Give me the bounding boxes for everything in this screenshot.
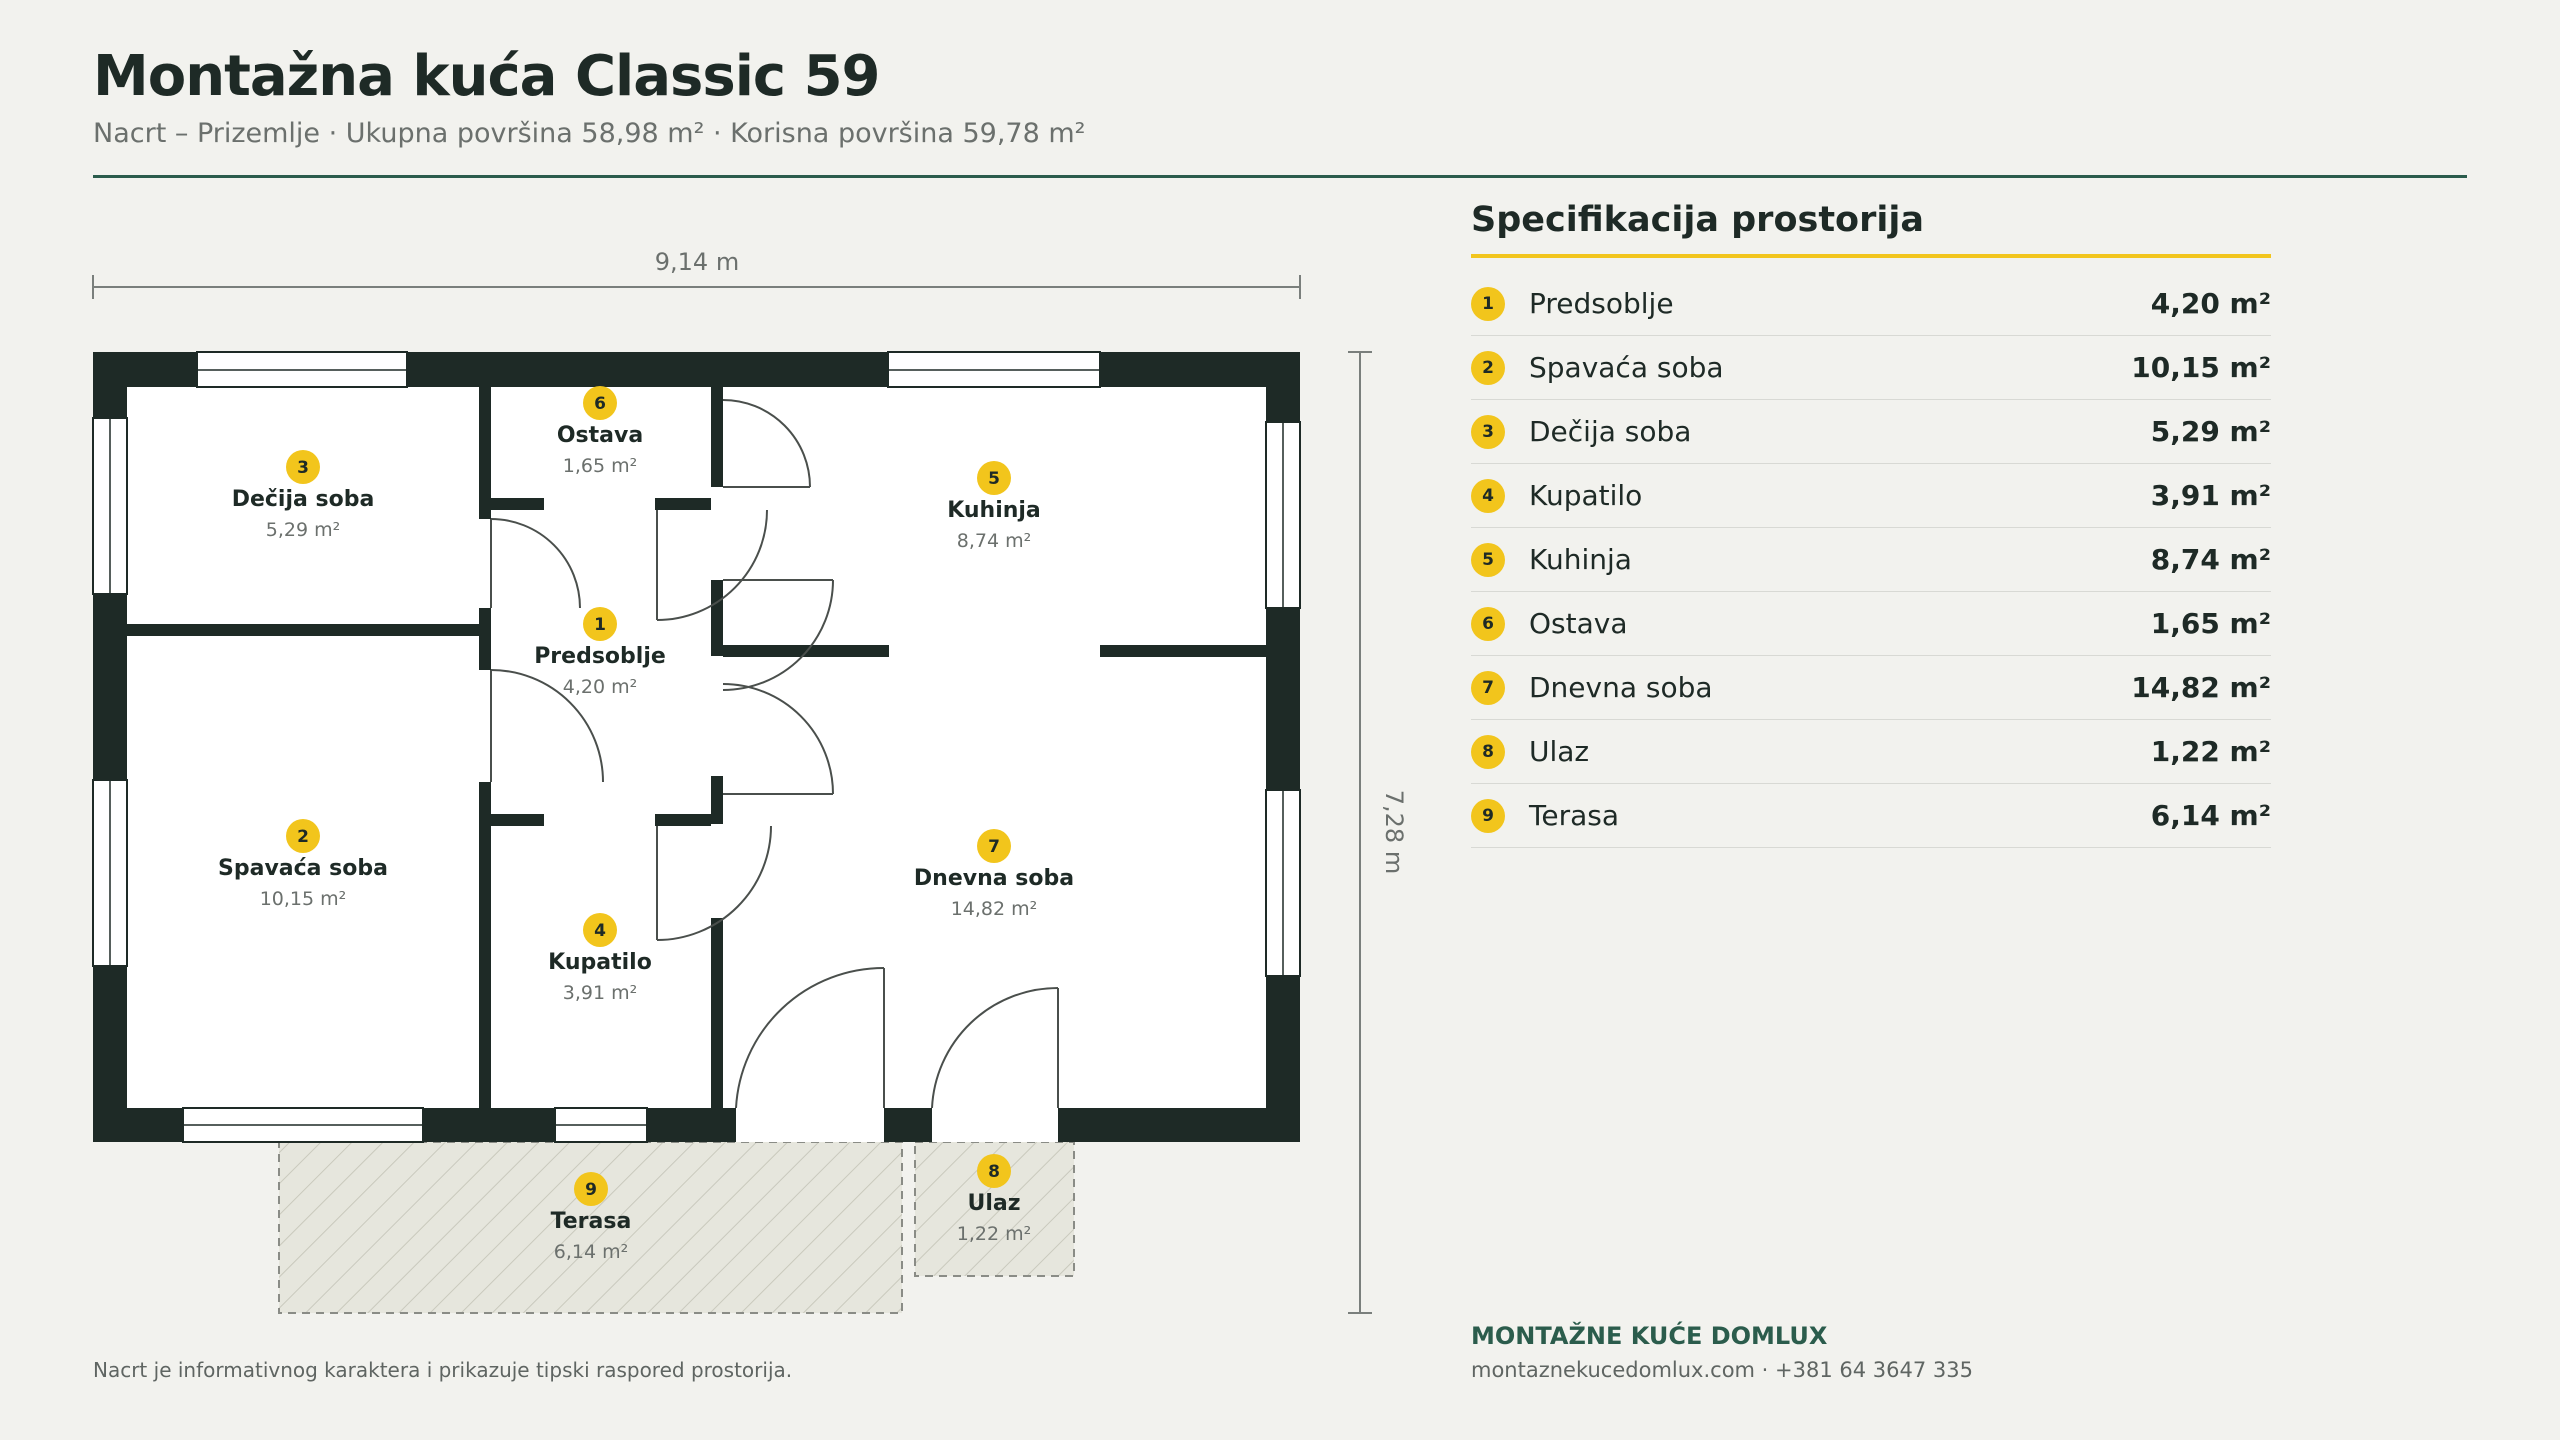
room-label-ostava: 6 Ostava 1,65 m² xyxy=(557,386,643,477)
room-name: Ulaz xyxy=(1529,735,1590,768)
room-label-decija-soba: 3 Dečija soba 5,29 m² xyxy=(232,450,375,541)
width-dimension: 9,14 m xyxy=(92,248,1301,299)
svg-text:1,22 m²: 1,22 m² xyxy=(957,1223,1031,1245)
header-divider xyxy=(93,175,2467,178)
room-area: 5,29 m² xyxy=(2150,415,2271,448)
spec-row: 8 Ulaz 1,22 m² xyxy=(1471,720,2271,784)
svg-text:1,65 m²: 1,65 m² xyxy=(563,455,637,477)
width-label: 9,14 m xyxy=(655,248,739,276)
room-name: Kuhinja xyxy=(1529,543,1632,576)
room-number-badge: 1 xyxy=(1471,286,1505,321)
room-name: Kupatilo xyxy=(1529,479,1643,512)
svg-text:Dečija soba: Dečija soba xyxy=(232,487,375,512)
disclaimer-text: Nacrt je informativnog karaktera i prika… xyxy=(93,1358,793,1382)
spec-list: 1 Predsoblje 4,20 m² 2 Spavaća soba 10,1… xyxy=(1471,272,2271,848)
room-name: Dnevna soba xyxy=(1529,671,1713,704)
room-number-badge: 6 xyxy=(1471,606,1505,641)
entrance-door-opening xyxy=(932,1108,1058,1142)
contact-info: montaznekucedomlux.com · +381 64 3647 33… xyxy=(1471,1358,1973,1382)
brand-name: MONTAŽNE KUĆE DOMLUX xyxy=(1471,1322,1828,1350)
interior-doors xyxy=(490,399,1059,1109)
room-name: Spavaća soba xyxy=(1529,351,1724,384)
svg-text:8: 8 xyxy=(988,1162,1000,1182)
height-label: 7,28 m xyxy=(1380,790,1408,874)
svg-text:10,15 m²: 10,15 m² xyxy=(260,888,347,910)
room-label-ulaz: 8 Ulaz 1,22 m² xyxy=(957,1154,1031,1245)
spec-title: Specifikacija prostorija xyxy=(1471,200,2271,258)
room-label-predsoblje: 1 Predsoblje 4,20 m² xyxy=(534,607,666,698)
room-area: 1,22 m² xyxy=(2150,735,2271,768)
svg-text:7: 7 xyxy=(988,837,1000,857)
room-number-badge: 7 xyxy=(1471,670,1505,705)
spec-row: 7 Dnevna soba 14,82 m² xyxy=(1471,656,2271,720)
svg-text:4: 4 xyxy=(594,921,606,941)
room-name: Terasa xyxy=(1529,799,1619,832)
floor-plan: 9,14 m 7,28 m xyxy=(92,248,1408,1314)
room-name: Ostava xyxy=(1529,607,1628,640)
svg-text:Kuhinja: Kuhinja xyxy=(947,498,1041,523)
room-area: 10,15 m² xyxy=(2131,351,2271,384)
spec-row: 4 Kupatilo 3,91 m² xyxy=(1471,464,2271,528)
room-name: Predsoblje xyxy=(1529,287,1674,320)
spec-row: 5 Kuhinja 8,74 m² xyxy=(1471,528,2271,592)
interior-walls xyxy=(127,387,1266,1108)
page-subtitle: Nacrt – Prizemlje · Ukupna površina 58,9… xyxy=(93,118,1086,149)
svg-text:Dnevna soba: Dnevna soba xyxy=(914,866,1074,891)
room-number-badge: 4 xyxy=(1471,478,1505,513)
room-label-spavaca-soba: 2 Spavaća soba 10,15 m² xyxy=(218,819,388,910)
terrace-area xyxy=(278,1141,903,1314)
svg-text:5,29 m²: 5,29 m² xyxy=(266,519,340,541)
room-area: 14,82 m² xyxy=(2131,671,2271,704)
svg-text:3,91 m²: 3,91 m² xyxy=(563,982,637,1004)
room-specification: Specifikacija prostorija 1 Predsoblje 4,… xyxy=(1471,200,2271,848)
svg-text:Terasa: Terasa xyxy=(551,1209,632,1234)
svg-text:6: 6 xyxy=(594,394,606,414)
spec-row: 2 Spavaća soba 10,15 m² xyxy=(1471,336,2271,400)
svg-text:9: 9 xyxy=(585,1180,597,1200)
spec-row: 3 Dečija soba 5,29 m² xyxy=(1471,400,2271,464)
room-number-badge: 2 xyxy=(1471,350,1505,385)
room-number-badge: 5 xyxy=(1471,542,1505,577)
page-title: Montažna kuća Classic 59 xyxy=(93,44,881,109)
svg-text:2: 2 xyxy=(297,827,309,847)
spec-row: 6 Ostava 1,65 m² xyxy=(1471,592,2271,656)
svg-text:Kupatilo: Kupatilo xyxy=(548,950,652,975)
room-label-dnevna-soba: 7 Dnevna soba 14,82 m² xyxy=(914,829,1074,920)
svg-text:4,20 m²: 4,20 m² xyxy=(563,676,637,698)
room-area: 4,20 m² xyxy=(2150,287,2271,320)
svg-text:1: 1 xyxy=(594,615,606,635)
room-label-terasa: 9 Terasa 6,14 m² xyxy=(551,1172,632,1263)
svg-text:5: 5 xyxy=(988,469,1000,489)
svg-text:8,74 m²: 8,74 m² xyxy=(957,530,1031,552)
svg-text:Ulaz: Ulaz xyxy=(967,1191,1020,1216)
terrace-door-opening xyxy=(736,1108,884,1142)
room-area: 6,14 m² xyxy=(2150,799,2271,832)
svg-text:3: 3 xyxy=(297,458,309,478)
room-number-badge: 3 xyxy=(1471,414,1505,449)
svg-text:Spavaća soba: Spavaća soba xyxy=(218,856,388,881)
room-area: 1,65 m² xyxy=(2150,607,2271,640)
svg-text:Predsoblje: Predsoblje xyxy=(534,644,666,669)
svg-text:Ostava: Ostava xyxy=(557,423,643,448)
room-number-badge: 9 xyxy=(1471,798,1505,833)
room-area: 3,91 m² xyxy=(2150,479,2271,512)
room-label-kuhinja: 5 Kuhinja 8,74 m² xyxy=(947,461,1041,552)
svg-text:14,82 m²: 14,82 m² xyxy=(951,898,1038,920)
height-dimension: 7,28 m xyxy=(1348,351,1408,1314)
room-label-kupatilo: 4 Kupatilo 3,91 m² xyxy=(548,913,652,1004)
room-number-badge: 8 xyxy=(1471,734,1505,769)
window-panes xyxy=(109,369,1284,1126)
room-area: 8,74 m² xyxy=(2150,543,2271,576)
room-name: Dečija soba xyxy=(1529,415,1692,448)
svg-text:6,14 m²: 6,14 m² xyxy=(554,1241,628,1263)
spec-row: 1 Predsoblje 4,20 m² xyxy=(1471,272,2271,336)
spec-row: 9 Terasa 6,14 m² xyxy=(1471,784,2271,848)
